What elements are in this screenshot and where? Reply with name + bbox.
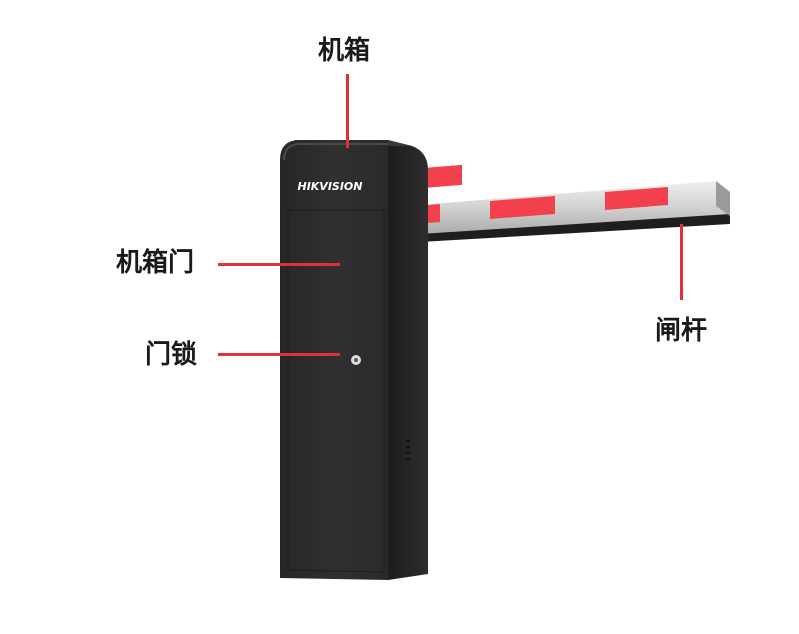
leader-line-cabinet-door <box>218 263 340 266</box>
leader-line-cabinet <box>346 74 349 148</box>
key-lock-icon <box>351 355 361 365</box>
leader-line-barrier-arm <box>680 224 683 300</box>
arm-stripe <box>428 204 440 223</box>
arm-stripe <box>490 196 555 219</box>
leader-line-door-lock <box>218 353 340 356</box>
label-barrier-arm: 闸杆 <box>655 316 708 346</box>
label-cabinet-door: 机箱门 <box>116 248 195 278</box>
cabinet-side <box>388 140 428 580</box>
cabinet-front <box>280 140 388 580</box>
cabinet-door-panel <box>287 209 385 573</box>
label-door-lock: 门锁 <box>145 340 198 370</box>
vent-slots-icon <box>406 440 410 460</box>
barrier-arm <box>420 164 730 242</box>
arm-stripe <box>428 164 462 188</box>
arm-stripe <box>605 187 668 210</box>
brand-logo: HIKVISION <box>297 180 362 193</box>
label-cabinet: 机箱 <box>318 36 371 66</box>
